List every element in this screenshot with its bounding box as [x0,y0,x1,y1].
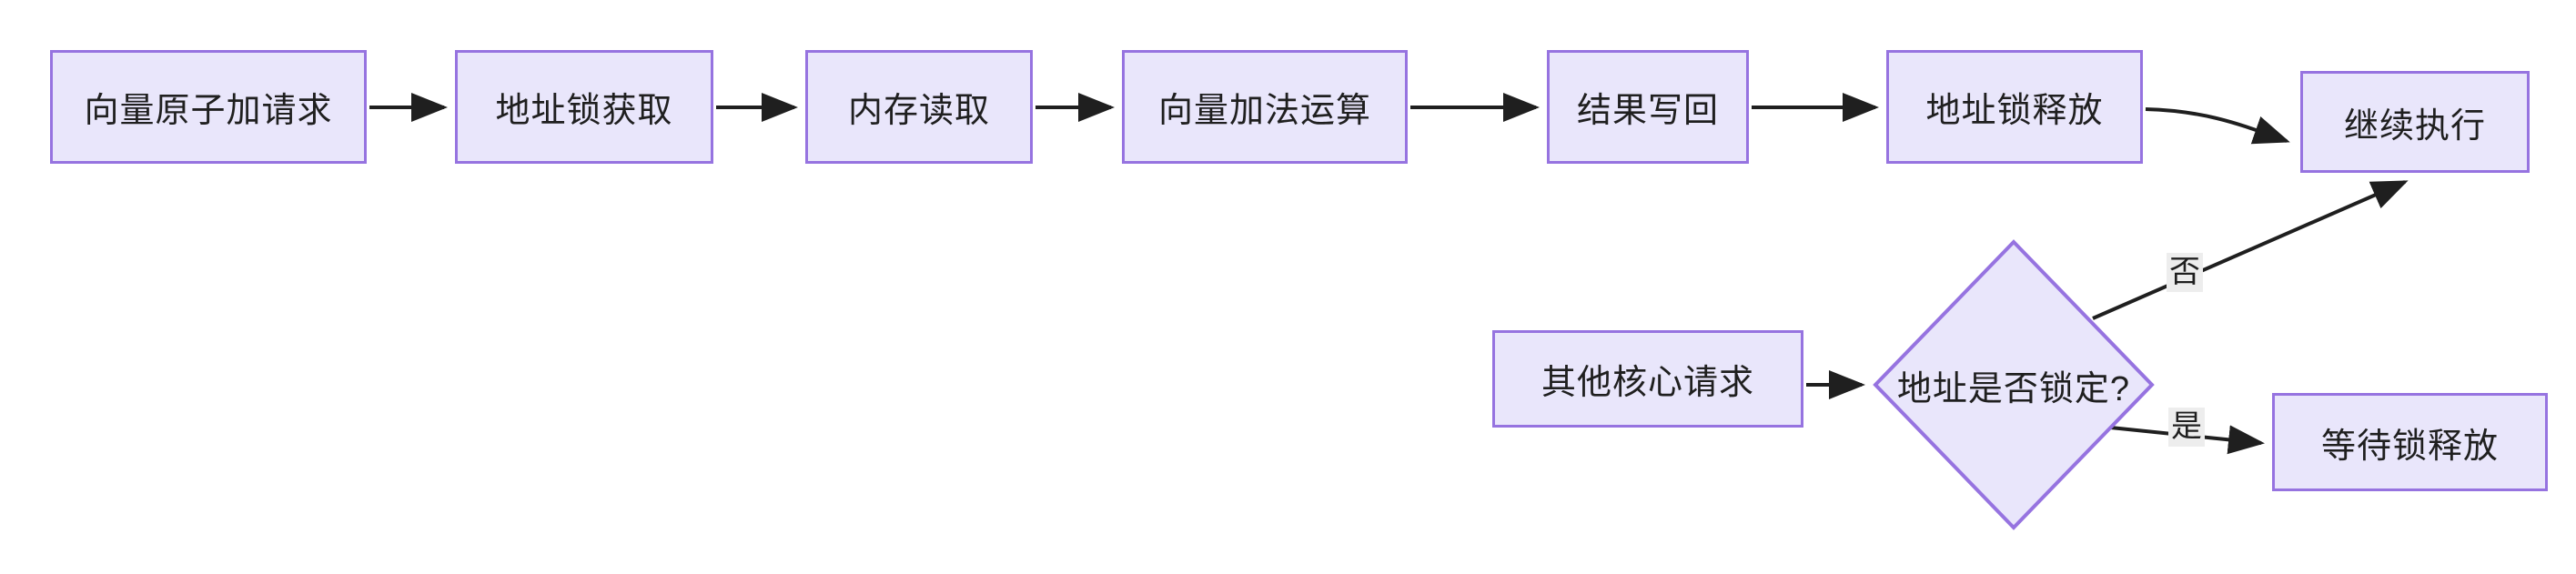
node-memory-read[interactable]: 内存读取 [805,50,1033,164]
node-continue-execution[interactable]: 继续执行 [2300,71,2530,173]
edge-label-no: 否 [2167,253,2203,293]
node-vector-atomic-add-request[interactable]: 向量原子加请求 [50,50,367,164]
edge-n6-n7 [2145,107,2290,145]
node-wait-lock-release[interactable]: 等待锁释放 [2272,393,2548,491]
node-result-writeback[interactable]: 结果写回 [1547,50,1749,164]
node-address-lock-acquire[interactable]: 地址锁获取 [455,50,713,164]
node-address-lock-release[interactable]: 地址锁释放 [1886,50,2143,164]
edge-n9-n7 [2092,180,2409,320]
diamond-shape-icon [1873,239,2155,530]
node-other-core-request[interactable]: 其他核心请求 [1492,330,1803,428]
node-address-locked-decision-label: 地址是否锁定? [1896,369,2131,408]
node-vector-add-operation[interactable]: 向量加法运算 [1122,50,1408,164]
edge-label-yes: 是 [2168,408,2205,448]
node-address-locked-decision[interactable]: 地址是否锁定? [1873,239,2155,530]
